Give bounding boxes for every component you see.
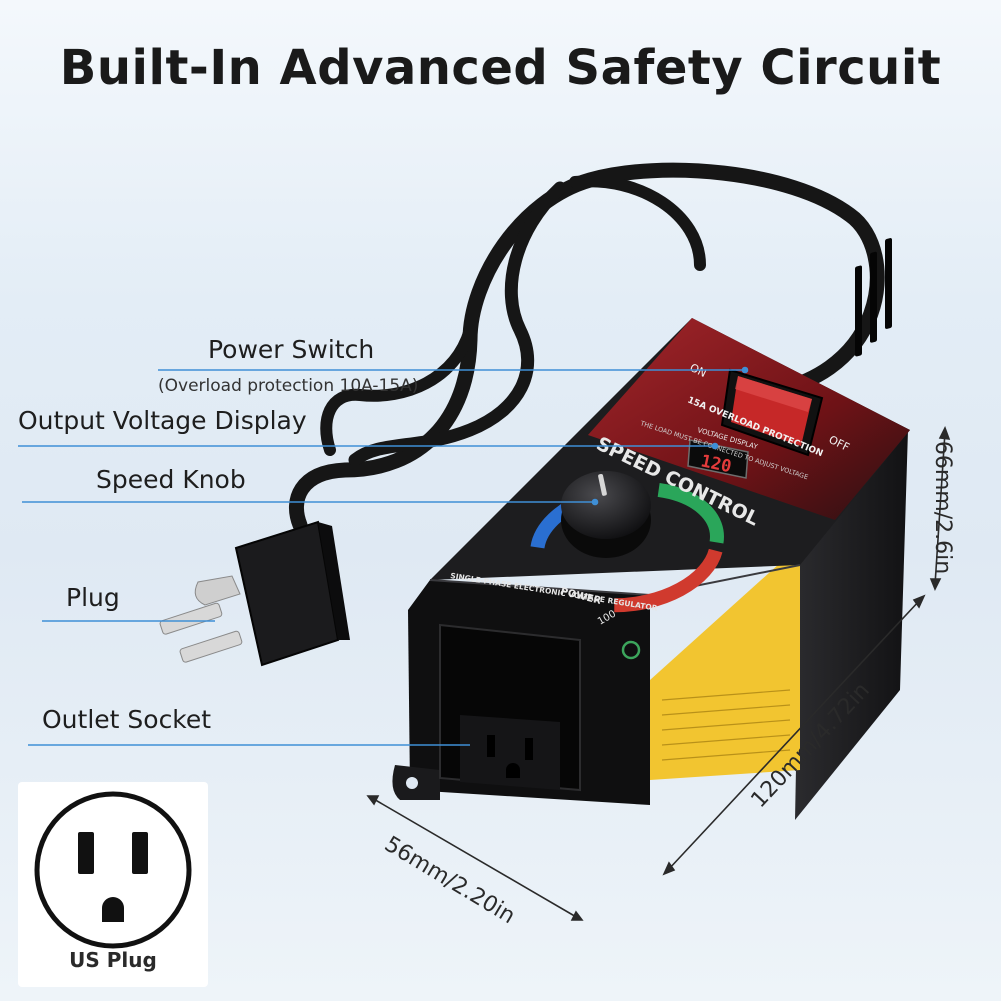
callout-output-voltage-display: Output Voltage Display: [18, 406, 307, 435]
callout-power-switch: Power Switch: [208, 335, 375, 364]
callout-power-switch-note: (Overload protection 10A-15A): [158, 376, 419, 396]
us-plug-inset: US Plug: [18, 782, 208, 987]
dimension-arrows: [366, 425, 951, 921]
page-title: Built-In Advanced Safety Circuit: [59, 40, 942, 96]
us-plug-label: US Plug: [69, 948, 157, 972]
callout-lines: [18, 366, 749, 746]
dimension-height: 66mm/2.6in: [930, 440, 956, 575]
device-body: [392, 238, 910, 820]
callout-speed-knob: Speed Knob: [96, 465, 246, 494]
us-outlet-icon: [34, 791, 192, 949]
callout-outlet-socket: Outlet Socket: [42, 705, 212, 734]
plug-illustration: [159, 520, 350, 667]
callout-plug: Plug: [66, 583, 120, 612]
